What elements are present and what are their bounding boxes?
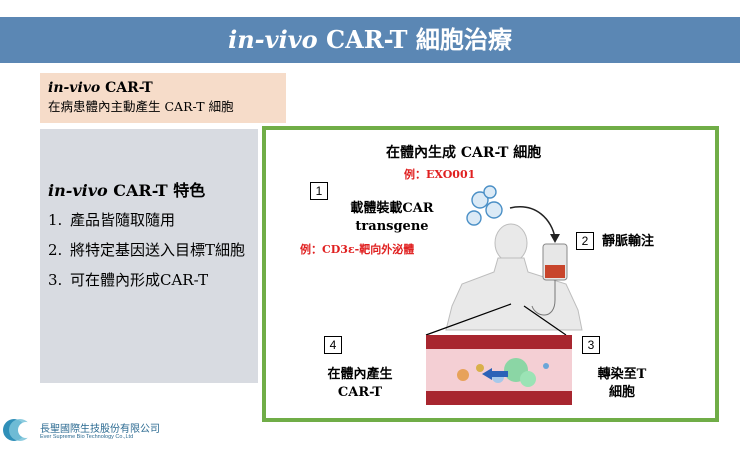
- feature-item-2: 2. 將特定基因送入目標T細胞: [48, 239, 258, 261]
- step-1-example: 例：CD3ε-靶向外泌體: [300, 243, 415, 256]
- iv-bag-illustration: [531, 243, 568, 316]
- feature-num: 3.: [48, 271, 63, 289]
- figure-panel: 在體內生成 CAR-T 細胞 例：EXO001 1 載體裝載CAR transg…: [262, 126, 719, 422]
- figure-illustration: [425, 185, 583, 405]
- figure-example-1: 例：EXO001: [404, 168, 476, 181]
- feature-item-1: 1. 產品皆隨取隨用: [48, 209, 258, 231]
- step-1-label: 載體裝載CAR transgene: [332, 200, 452, 236]
- definition-heading-italic: in-vivo: [48, 80, 101, 96]
- step-4-label: 在體內產生 CAR-T: [310, 366, 410, 402]
- title-bar: in-vivo CAR-T 細胞治療: [0, 17, 740, 63]
- company-logo: 長聖國際生技股份有限公司 Ever Supreme Bio Technology…: [2, 415, 202, 447]
- step-2-number: 2: [576, 232, 594, 250]
- step-3-label-line1: 轉染至T: [597, 367, 647, 382]
- blood-vessel-illustration: [426, 335, 572, 405]
- step-4-number: 4: [324, 336, 342, 354]
- page-title-rest: CAR-T 細胞治療: [317, 25, 512, 54]
- definition-box: in-vivo CAR-T 在病患體內主動產生 CAR-T 細胞: [40, 73, 286, 123]
- logo-icon: [3, 419, 34, 441]
- feature-text: 產品皆隨取隨用: [70, 211, 176, 229]
- features-box: in-vivo CAR-T 特色 1. 產品皆隨取隨用 2. 將特定基因送入目標T細…: [40, 129, 258, 383]
- definition-heading-rest: CAR-T: [100, 80, 153, 96]
- human-figure-illustration: [445, 223, 583, 331]
- feature-text: 將特定基因送入目標T細胞: [70, 241, 246, 259]
- step-1-label-line1: 載體裝載CAR: [350, 201, 434, 216]
- features-heading-rest: CAR-T 特色: [107, 181, 206, 200]
- step-4-label-line2: CAR-T: [337, 385, 383, 400]
- definition-heading: in-vivo CAR-T: [48, 79, 278, 97]
- step-1-label-line2: transgene: [355, 219, 429, 234]
- logo-english: Ever Supreme Bio Technology Co.,Ltd: [40, 434, 134, 440]
- step-4-label-line1: 在體內產生: [327, 367, 393, 382]
- features-heading-italic: in-vivo: [48, 181, 108, 200]
- step-3-label: 轉染至T 細胞: [582, 366, 662, 402]
- zoom-line-left: [425, 303, 512, 336]
- arrow-to-bag: [509, 206, 556, 239]
- step-3-number: 3: [582, 336, 600, 354]
- figure-title: 在體內生成 CAR-T 細胞: [386, 145, 542, 161]
- step-3-label-line2: 細胞: [608, 385, 635, 400]
- zoom-line-right: [523, 305, 567, 336]
- page-title-italic: in-vivo: [228, 25, 318, 54]
- definition-text: 在病患體內主動產生 CAR-T 細胞: [48, 99, 234, 114]
- vector-particles-illustration: [466, 185, 503, 226]
- logo-name: 長聖國際生技股份有限公司: [40, 424, 160, 435]
- feature-num: 1.: [48, 211, 63, 229]
- feature-item-3: 3. 可在體內形成CAR-T: [48, 269, 258, 291]
- features-heading: in-vivo CAR-T 特色: [48, 177, 258, 201]
- step-1-number: 1: [310, 182, 328, 200]
- page-title: in-vivo CAR-T 細胞治療: [0, 17, 740, 63]
- feature-text: 可在體內形成CAR-T: [70, 271, 209, 289]
- feature-num: 2.: [48, 241, 63, 259]
- step-2-label: 靜脈輸注: [602, 234, 655, 249]
